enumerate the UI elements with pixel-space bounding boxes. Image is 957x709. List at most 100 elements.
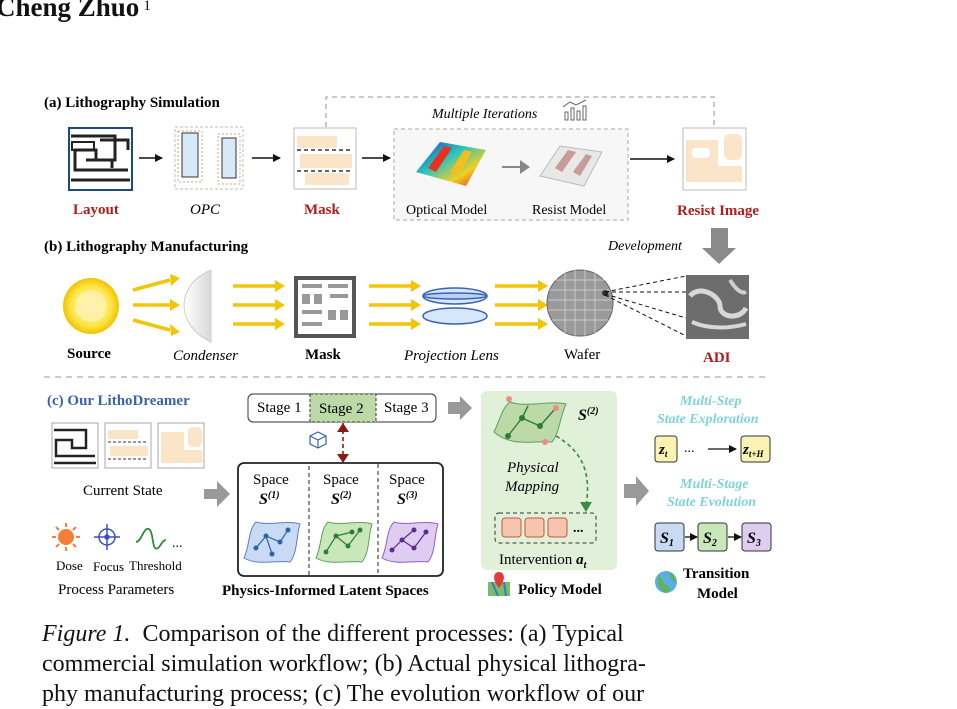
s3-box: [741, 522, 772, 552]
multi-stage-line-1: Multi-Stage: [679, 477, 748, 492]
projection-lens-label: Projection Lens: [403, 348, 499, 364]
development-label: Development: [607, 239, 683, 254]
adi-image: [686, 275, 749, 339]
policy-model-label: Policy Model: [518, 582, 602, 598]
stage-3-label[interactable]: Stage 3: [384, 400, 429, 416]
s2-sym: S: [703, 530, 712, 547]
z-th-sub: t+H: [749, 449, 765, 459]
intervention-label: Intervention: [499, 552, 576, 568]
z-th-sym: z: [742, 442, 749, 458]
development-arrow: [702, 228, 736, 264]
sun-icon: [52, 523, 80, 551]
intervention-cells: [501, 517, 568, 538]
optical-model-image: [416, 142, 486, 186]
z-t-sub: t: [665, 449, 668, 459]
intervention-sub: t: [584, 560, 588, 571]
params-ellipsis: ...: [172, 536, 183, 551]
layout-image: [68, 127, 133, 191]
wave-icon: [135, 527, 167, 550]
space-1-sym: S: [259, 491, 268, 508]
author-text: Cheng Zhuo: [0, 0, 140, 22]
multi-stage-line-2: State Evolution: [667, 495, 756, 510]
current-state-images: [51, 422, 205, 469]
s3-sym: S: [747, 530, 756, 547]
s3-sub: 3: [755, 538, 761, 549]
space-2-sym: S: [331, 491, 340, 508]
latent-spaces-label: Physics-Informed Latent Spaces: [222, 583, 429, 599]
svg-text:S(2): S(2): [331, 490, 352, 508]
caption-line-1: Figure 1. Comparison of the different pr…: [42, 619, 750, 649]
mask-image: [293, 127, 357, 190]
s1-sym: S: [660, 530, 669, 547]
source-label: Source: [67, 346, 111, 362]
svg-text:S(3): S(3): [397, 490, 418, 508]
stage-2-label[interactable]: Stage 2: [319, 401, 364, 417]
wafer-image: [546, 269, 614, 337]
layout-label: Layout: [73, 202, 119, 218]
space-3-word: Space: [389, 472, 425, 488]
model-arrow: [502, 160, 530, 174]
mapping-head: [580, 502, 592, 512]
z-th-box: [740, 435, 771, 463]
condenser-label: Condenser: [173, 348, 238, 364]
cube-icon: [309, 431, 327, 449]
mask-label-a: Mask: [304, 202, 340, 218]
affiliation-mark: 1: [143, 0, 151, 14]
z-ellipsis: ...: [684, 441, 695, 456]
figure-1: (a) Lithography Simulation Multiple Iter…: [44, 95, 772, 602]
policy-space-sym: S: [578, 407, 587, 424]
physical-label: Physical: [506, 460, 559, 476]
space-3-sup: (3): [406, 490, 418, 501]
svg-text:S(1): S(1): [259, 490, 280, 508]
caption-label: Figure 1.: [42, 621, 131, 647]
space-3-manifold: [381, 521, 439, 563]
stage-arrow: [448, 396, 472, 420]
caption-text-1: Comparison of the different processes: (…: [142, 621, 624, 647]
opc-label: OPC: [190, 202, 221, 218]
stage-link-head-up: [337, 423, 349, 432]
crosshair-icon: [94, 524, 120, 550]
stage-link-head-down: [337, 454, 349, 463]
focus-label: Focus: [93, 559, 124, 574]
svg-text:S2: S2: [703, 530, 717, 549]
svg-text:Intervention at: Intervention at: [499, 552, 588, 571]
optical-model-label: Optical Model: [406, 203, 487, 218]
resist-model-label: Resist Model: [532, 203, 606, 218]
policy-arrow: [624, 476, 649, 506]
adi-label: ADI: [703, 350, 731, 366]
mask-label-b: Mask: [305, 347, 341, 363]
s1-sub: 1: [669, 538, 674, 549]
multi-step-line-2: State Exploration: [657, 412, 759, 427]
resist-image: [682, 127, 747, 191]
condenser-lens: [183, 269, 212, 343]
wafer-label: Wafer: [564, 347, 600, 363]
space-1-sup: (1): [268, 490, 280, 501]
iteration-loop: [325, 96, 715, 127]
z-t-box: [654, 435, 678, 463]
light-source: [63, 278, 119, 334]
space-3-sym: S: [397, 491, 406, 508]
projection-lens: [422, 287, 488, 325]
mask-plate: [294, 276, 356, 338]
svg-text:S(2): S(2): [578, 406, 599, 424]
space-1-manifold: [243, 521, 301, 563]
stage-2-highlight[interactable]: [309, 393, 377, 423]
zoom-lines: [604, 275, 687, 337]
resist-model-image: [539, 145, 603, 187]
space-2-sup: (2): [340, 490, 352, 501]
transition-line-2: Model: [697, 586, 738, 602]
caption-text-3: phy manufacturing process; (c) The evolu…: [42, 681, 645, 707]
light-ray-heads: [170, 274, 548, 336]
svg-text:S1: S1: [660, 530, 674, 549]
mapping-label: Mapping: [504, 479, 560, 495]
threshold-label: Threshold: [129, 558, 182, 573]
dose-label: Dose: [56, 558, 83, 573]
s2-box: [697, 522, 728, 552]
caption-line-3: phy manufacturing process; (c) The evolu…: [42, 679, 750, 709]
svg-text:zt: zt: [658, 442, 668, 459]
stage-1-label[interactable]: Stage 1: [257, 400, 302, 416]
state-arrow: [204, 481, 230, 507]
chart-icon: [562, 99, 587, 121]
current-state-label: Current State: [83, 483, 163, 499]
